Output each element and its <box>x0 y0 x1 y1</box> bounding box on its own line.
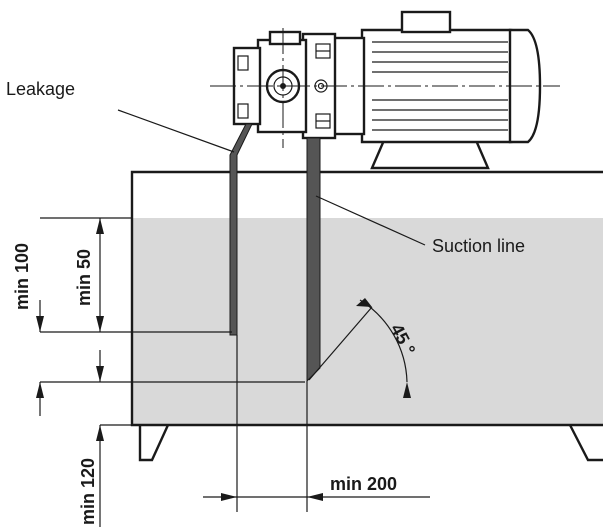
arrow-head <box>36 382 44 398</box>
suction-leader <box>315 195 426 246</box>
arrow-head <box>403 382 411 398</box>
arrow-head <box>96 316 104 332</box>
suction-pipe <box>306 137 321 383</box>
dimension-lines <box>39 217 430 527</box>
leakage-leader <box>117 109 235 153</box>
arrow-head <box>356 298 372 307</box>
arrow-head <box>96 366 104 382</box>
pump-top-block <box>268 30 302 46</box>
motor-pump-unit <box>210 10 560 170</box>
min-50-label: min 50 <box>74 249 94 306</box>
min-120-label: min 120 <box>78 458 98 525</box>
arrow-head <box>307 493 323 501</box>
suction-line-label: Suction line <box>432 236 525 256</box>
tank-outline <box>130 170 603 427</box>
arrow-head <box>36 316 44 332</box>
motor-terminal-box <box>400 10 452 34</box>
arrow-head <box>221 493 237 501</box>
leakage-label: Leakage <box>6 79 75 99</box>
pump-cover-bolts <box>237 55 249 119</box>
arrow-head <box>96 218 104 234</box>
arrow-head <box>96 425 104 441</box>
tank-foot-left <box>138 424 170 462</box>
tank <box>130 170 603 462</box>
motor-cooling-fins <box>372 41 508 131</box>
tank-foot-right <box>568 424 603 462</box>
dimension-arrows <box>36 218 411 501</box>
min-100-label: min 100 <box>12 243 32 310</box>
min-200-label: min 200 <box>330 474 397 494</box>
fluid-level <box>132 218 603 425</box>
